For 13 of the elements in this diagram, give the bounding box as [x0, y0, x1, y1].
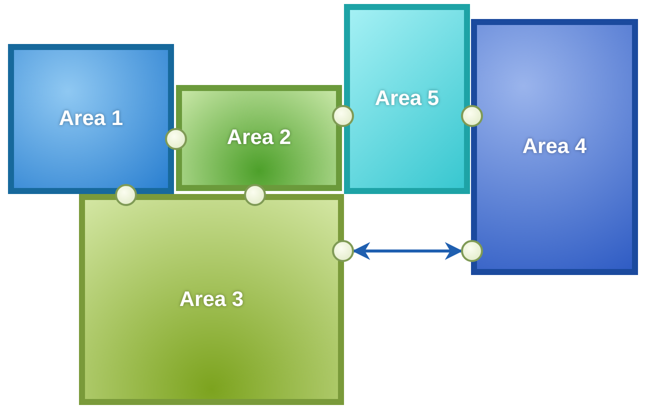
area-block: [344, 4, 470, 194]
area-label: Area 4: [522, 135, 587, 159]
area-block: [176, 85, 342, 191]
area-block: [79, 194, 344, 405]
area-block: [8, 44, 174, 194]
area-block: [471, 19, 638, 275]
area-label: Area 3: [179, 288, 244, 312]
connector-dot: [332, 240, 354, 262]
area-label: Area 5: [374, 87, 440, 111]
double-arrow: [352, 242, 463, 260]
area-label: Area 1: [58, 107, 124, 131]
connector-dot: [461, 240, 483, 262]
area-label: Area 2: [226, 126, 292, 150]
